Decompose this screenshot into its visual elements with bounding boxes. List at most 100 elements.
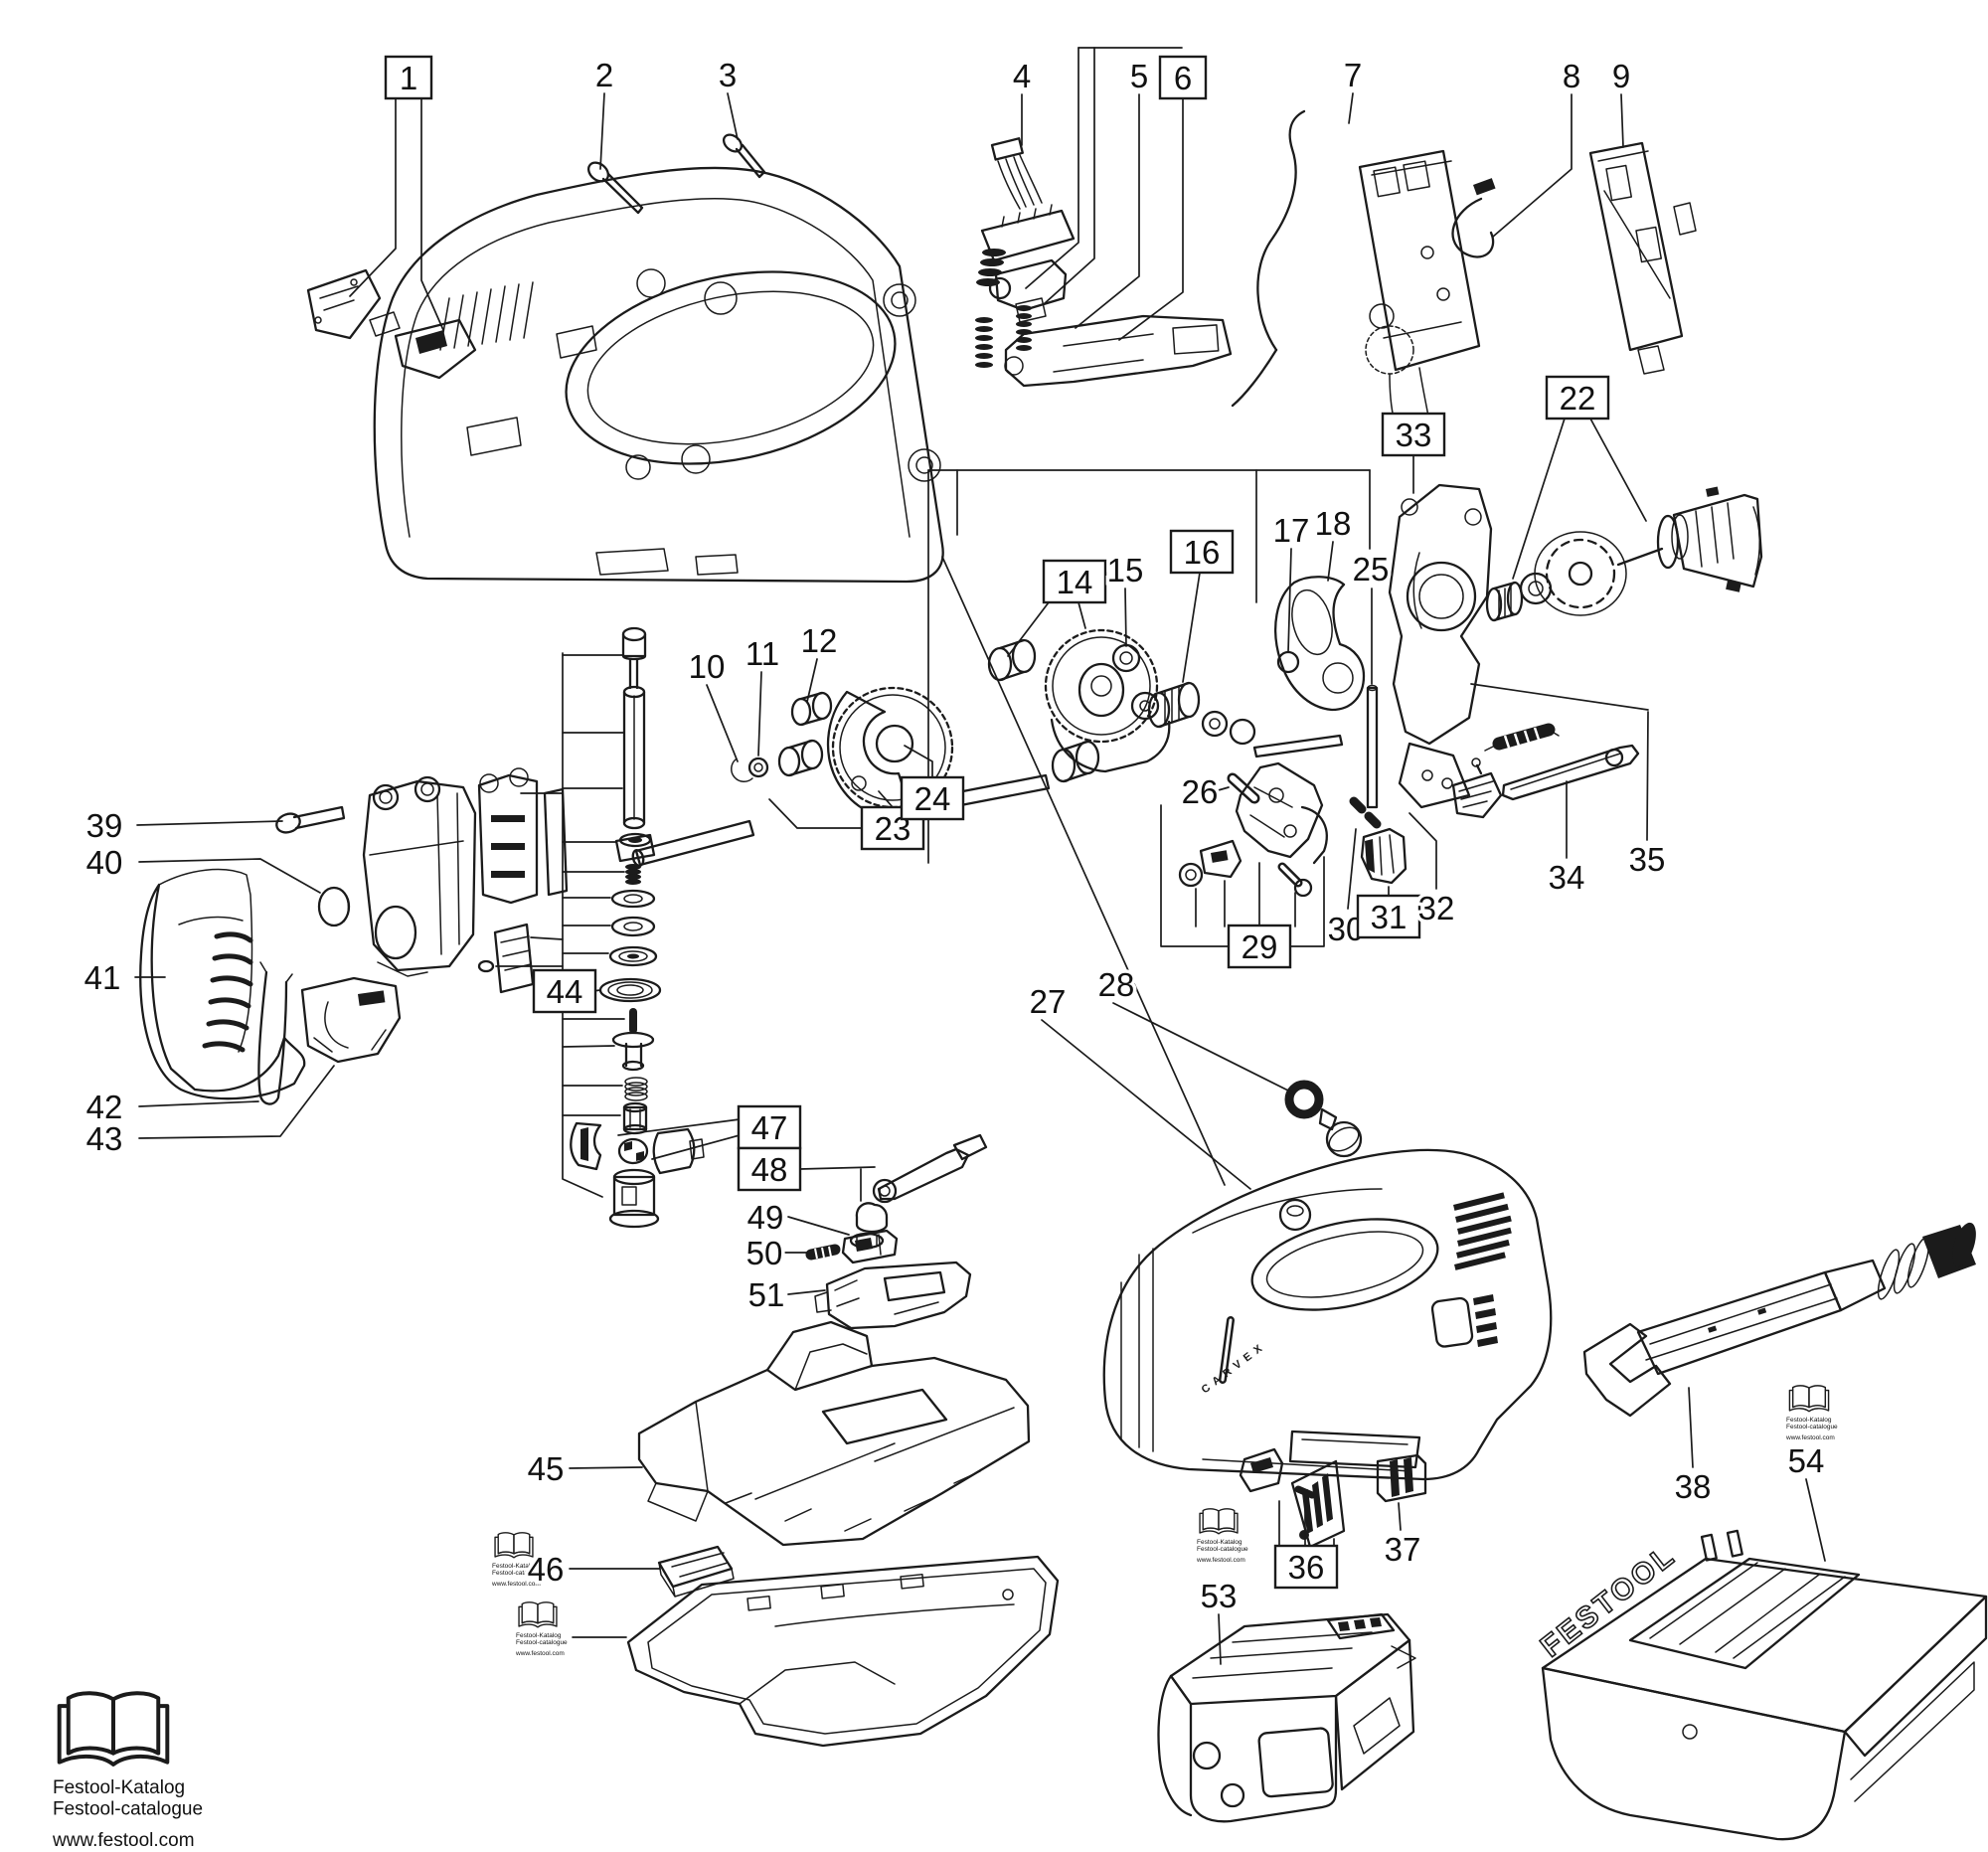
- part-number: 26: [1182, 773, 1219, 810]
- book-icon: [518, 1601, 558, 1628]
- part-34-guide-rod: [1451, 744, 1640, 819]
- part-label-54: 54: [1784, 1438, 1828, 1562]
- leader-line: [651, 1134, 741, 1160]
- part-label-53: 53: [1197, 1574, 1241, 1665]
- bracket-line: [1470, 683, 1649, 711]
- part-number: 16: [1184, 534, 1221, 571]
- label-box: [1273, 1544, 1339, 1590]
- part-4-wire-harness: [976, 137, 1076, 286]
- leader-line: [1077, 601, 1086, 629]
- part-number: 22: [1560, 380, 1596, 417]
- catalog-book-note: Festool-KatalogFestool-cataloguewww.fest…: [515, 1601, 568, 1657]
- part-label-14: 14: [1007, 559, 1107, 657]
- part-label-36: 36: [1273, 1500, 1339, 1590]
- leader-line: [1075, 93, 1140, 329]
- label-box: [1227, 924, 1292, 969]
- part-label-8: 8: [1492, 54, 1584, 238]
- part-number: 12: [801, 622, 838, 659]
- leader-line: [706, 684, 739, 762]
- part-label-25: 25: [1349, 547, 1393, 685]
- leader-line: [1118, 97, 1184, 341]
- part-number: 9: [1612, 58, 1630, 94]
- leader-line: [904, 745, 933, 778]
- part-number: 1: [400, 60, 417, 96]
- part-number: 2: [595, 57, 613, 93]
- part-number: 39: [86, 807, 123, 844]
- leader-line: [1182, 572, 1201, 683]
- part-38-dust-nozzle: [1582, 1222, 1976, 1418]
- leader-line: [1512, 418, 1566, 580]
- part-label-9: 9: [1608, 54, 1634, 148]
- leader-line: [1287, 548, 1292, 653]
- leader-line: [1218, 1613, 1222, 1665]
- part-label-7: 7: [1340, 53, 1366, 124]
- part-number: 48: [751, 1151, 788, 1188]
- part-number: 25: [1353, 551, 1390, 588]
- part-label-31: 31: [1356, 886, 1421, 938]
- part-number: 29: [1242, 928, 1278, 965]
- part-number: 46: [528, 1551, 565, 1588]
- part-number: 28: [1098, 966, 1135, 1003]
- part-number: 50: [746, 1235, 783, 1271]
- leader-line: [617, 1118, 741, 1136]
- catalog-title: Festool-Katalog: [516, 1632, 562, 1639]
- label-box: [1545, 375, 1610, 421]
- catalog-title: Festool-Katalog: [492, 1563, 538, 1570]
- part-label-22: 22: [1512, 375, 1647, 580]
- part-48-lever-arm: [849, 1133, 988, 1250]
- part-number: 36: [1288, 1549, 1325, 1586]
- part-51-carrier: [814, 1261, 972, 1330]
- part-number: 24: [914, 780, 951, 817]
- part-label-26: 26: [1178, 769, 1230, 813]
- catalog-book-note: Festool-KatalogFestool-cataloguewww.fest…: [52, 1693, 203, 1851]
- leader-line: [799, 1166, 876, 1170]
- part-number: 41: [84, 959, 121, 996]
- part-33-gear-housing-plate: [1388, 483, 1493, 809]
- part-label-3: 3: [715, 53, 741, 140]
- leader-line: [138, 1100, 259, 1107]
- part-label-50: 50: [743, 1231, 808, 1274]
- leader-line: [1007, 597, 1053, 657]
- part-housing-right-shell: CARVEX: [1102, 1148, 1553, 1481]
- label-box: [532, 968, 597, 1014]
- carvex-wordmark: CARVEX: [1200, 1339, 1269, 1396]
- part-49-latch: [841, 1229, 899, 1264]
- catalog-url: www.festool.com: [1196, 1557, 1245, 1564]
- catalog-title: Festool-Katalog: [1197, 1539, 1242, 1546]
- part-number: 33: [1396, 417, 1432, 453]
- bracket-line: [562, 1009, 603, 1198]
- part-label-2: 2: [591, 53, 617, 170]
- part-label-35: 35: [1625, 711, 1669, 881]
- festool-wordmark: FESTOOL: [1535, 1539, 1682, 1664]
- part-label-51: 51: [745, 1272, 826, 1316]
- part-number: 4: [1013, 58, 1031, 94]
- leader-line: [1124, 588, 1127, 647]
- part-number: 43: [86, 1120, 123, 1157]
- catalog-book-note: Festool-KatalogFestool-cataloguewww.fest…: [1785, 1385, 1838, 1441]
- part-label-15: 15: [1103, 548, 1147, 647]
- part-number: 11: [746, 635, 779, 672]
- part-housing-left-shell: [373, 166, 944, 584]
- part-label-11: 11: [742, 631, 783, 757]
- part-22-motor-assembly: [1485, 486, 1763, 622]
- leader-line: [757, 671, 762, 757]
- leader-line: [1646, 711, 1649, 841]
- leader-line: [1688, 1387, 1694, 1468]
- leader-line: [1327, 541, 1334, 582]
- bracket-line: [941, 556, 1226, 1186]
- leader-line: [420, 98, 444, 331]
- catalog-book-note: Festool-KatalogFestool-cataloguewww.fest…: [1196, 1508, 1248, 1564]
- part-label-10: 10: [685, 644, 739, 762]
- part-45-base-carrier: [637, 1320, 1031, 1547]
- part-26-32-pendulum-group: [1178, 761, 1408, 898]
- part-label-5: 5: [1075, 54, 1152, 329]
- leader-line: [1041, 1019, 1251, 1190]
- label-box: [1042, 559, 1107, 604]
- leader-line: [1347, 828, 1357, 910]
- leader-line: [878, 790, 894, 808]
- part-50-spring: [805, 1244, 841, 1261]
- part-label-46: 46: [524, 1547, 661, 1591]
- leader-line: [1589, 418, 1647, 522]
- label-box: [737, 1146, 802, 1192]
